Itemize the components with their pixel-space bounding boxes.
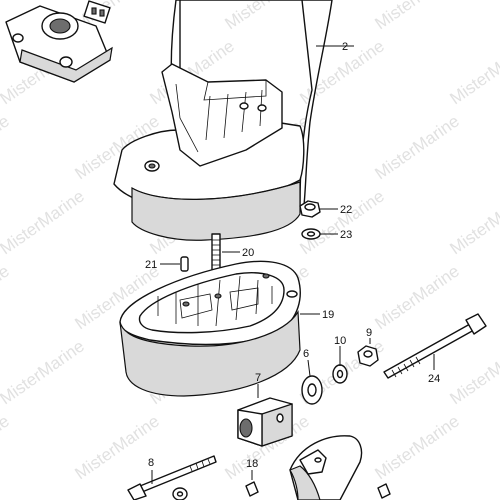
washer-part: [301, 228, 338, 240]
lock-washer-part: [332, 346, 348, 384]
watermark-text: MisterMarine: [446, 186, 500, 258]
callout-21: 21: [145, 259, 157, 271]
watermark-text: MisterMarine: [0, 186, 88, 258]
watermark-text: MisterMarine: [71, 411, 162, 483]
watermark-text: MisterMarine: [371, 111, 462, 183]
callout-23: 23: [340, 229, 352, 241]
watermark-text: MisterMarine: [371, 261, 462, 333]
callout-18: 18: [246, 458, 258, 470]
watermark-text: MisterMarine: [221, 0, 312, 33]
watermark-text: MisterMarine: [0, 411, 13, 483]
callout-8: 8: [148, 457, 154, 469]
watermark-text: MisterMarine: [446, 36, 500, 108]
grommet-part: [301, 359, 323, 405]
nut-part: [299, 200, 338, 218]
lower-mount-cover-part: [289, 435, 391, 500]
small-washer-part: [172, 470, 259, 500]
callout-20: 20: [242, 247, 254, 259]
callout-7: 7: [255, 372, 261, 384]
watermark-text: MisterMarine: [0, 111, 13, 183]
watermark-text: MisterMarine: [0, 261, 13, 333]
watermark-text: MisterMarine: [0, 336, 88, 408]
watermark-text: MisterMarine: [371, 0, 462, 33]
callout-6: 6: [303, 348, 309, 360]
callout-2: 2: [342, 41, 348, 53]
small-nut-part: [357, 338, 379, 367]
mount-rubber-part: [237, 384, 293, 447]
callout-9: 9: [366, 327, 372, 339]
callout-24: 24: [428, 373, 440, 385]
callout-labels: 2 22 23 20 21 19 9 10 6 7 24 8 18: [145, 41, 440, 470]
driveshaft-housing-part: [113, 0, 354, 241]
dowel-pin-part: [160, 256, 189, 272]
clamp-bracket-part: [5, 0, 113, 83]
long-bolt-part: [383, 313, 487, 379]
callout-22: 22: [340, 204, 352, 216]
callout-10: 10: [334, 335, 346, 347]
watermark-text: MisterMarine: [296, 186, 387, 258]
watermark-text: MisterMarine: [371, 411, 462, 483]
spacer-part: [119, 260, 320, 397]
watermark-text: MisterMarine: [446, 336, 500, 408]
bolt-part: [127, 455, 217, 500]
callout-19: 19: [322, 309, 334, 321]
